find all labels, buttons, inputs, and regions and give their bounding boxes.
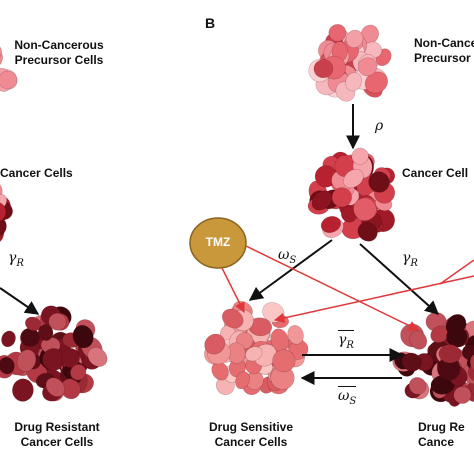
cell <box>235 371 250 390</box>
omega-s-bar-overline: ωS <box>338 386 357 407</box>
cell <box>70 364 87 381</box>
cell <box>469 353 474 374</box>
right-gamma-r-label: γR <box>402 250 418 269</box>
right-precursor-label-line2: Precursor <box>414 51 471 65</box>
left-gamma-r-sub: R <box>16 257 24 269</box>
omega-s-sub: S <box>289 254 297 266</box>
right-precursor-label: Non-Cance Precursor <box>414 36 474 66</box>
left-resistant-label: Drug Resistant Cancer Cells <box>2 420 112 450</box>
tmz-label: TMZ <box>205 235 231 249</box>
omega-s-symbol: ω <box>278 247 290 263</box>
cell-clusters <box>0 24 474 407</box>
right-cancer-cluster <box>307 147 396 242</box>
cell <box>313 59 334 79</box>
cell <box>461 344 474 361</box>
arrow-tmz-to-sensitive <box>221 267 245 313</box>
arrow-offscreen-to-resistant-tail <box>439 259 474 285</box>
left-precursor-label-line2: Precursor Cells <box>14 53 104 67</box>
left-gamma-r-symbol: γ <box>8 250 17 266</box>
cell <box>311 190 333 211</box>
left-resistant-cluster <box>0 305 108 402</box>
left-gamma-r: γR <box>8 250 24 269</box>
cell <box>287 325 304 345</box>
cell <box>445 314 467 336</box>
gamma-r-bar-label: γR <box>338 330 354 351</box>
cell <box>343 169 364 189</box>
cell <box>72 324 94 349</box>
cell <box>0 201 7 223</box>
cell <box>345 29 364 48</box>
left-cancer-label: Cancer Cells <box>0 166 73 180</box>
left-precursor-label: Non-Cancerous Precursor Cells <box>4 38 114 68</box>
left-precursor-label-line1: Non-Cancerous <box>14 38 104 52</box>
cell <box>204 333 226 355</box>
cell <box>467 361 474 382</box>
cell <box>0 42 2 62</box>
left-precursor-cluster <box>0 42 18 92</box>
tmz-node <box>189 217 247 269</box>
panel-letter: B <box>205 15 216 31</box>
cell <box>1 330 16 348</box>
cell <box>12 378 34 402</box>
right-resistant-cluster <box>392 311 474 407</box>
cell <box>272 349 296 373</box>
right-resistant-label-line1: Drug Re <box>418 420 465 434</box>
arrow-offscreen-to-sensitive <box>273 275 474 324</box>
cell <box>42 348 65 371</box>
cell <box>60 348 80 368</box>
arrow-left-gamma-r <box>0 287 40 315</box>
cell <box>0 70 18 90</box>
cell <box>408 377 427 395</box>
cell <box>45 377 65 397</box>
cell <box>48 312 67 331</box>
cell <box>453 386 472 404</box>
arrow-cancer-to-resistant <box>359 243 440 315</box>
omega-s-bar-label: ωS <box>338 386 357 407</box>
cell <box>0 49 3 69</box>
cell <box>87 347 108 367</box>
right-resistant-label: Drug Re Cance <box>418 420 465 450</box>
right-precursor-label-line1: Non-Cance <box>414 36 474 50</box>
cell <box>328 24 347 42</box>
omega-s-label: ωS <box>278 247 296 266</box>
omega-s-bar-symbol: ω <box>338 388 350 404</box>
cell <box>38 324 54 341</box>
cell <box>353 197 377 221</box>
right-precursor-cluster <box>308 24 392 102</box>
cell <box>438 344 462 364</box>
sensitive-label-line2: Cancer Cells <box>214 435 288 449</box>
cell <box>245 346 263 362</box>
left-resistant-label-line2: Cancer Cells <box>20 435 94 449</box>
cell <box>16 349 37 372</box>
cell <box>0 179 3 200</box>
sensitive-label: Drug Sensitive Cancer Cells <box>196 420 306 450</box>
gamma-r-bar-overline: γR <box>338 330 354 351</box>
cell <box>0 356 15 375</box>
arrows-layer <box>0 104 474 385</box>
gamma-r-bar-sub: R <box>346 339 354 351</box>
right-gamma-r-sub: R <box>410 257 418 269</box>
rho-label: ρ <box>375 118 384 134</box>
cell <box>409 330 428 350</box>
tmz-ellipse <box>189 217 247 269</box>
right-resistant-label-line2: Cance <box>418 435 455 449</box>
right-cancer-label: Cancer Cell <box>402 166 469 180</box>
sensitive-cluster <box>204 301 309 396</box>
cell <box>320 216 341 233</box>
right-gamma-r-symbol: γ <box>402 250 411 266</box>
cell <box>357 222 378 242</box>
arrow-tmz-to-resistant <box>245 245 419 331</box>
arrow-cancer-to-sensitive <box>248 239 333 301</box>
left-cancer-cluster <box>0 179 13 245</box>
left-resistant-label-line1: Drug Resistant <box>14 420 100 434</box>
gamma-r-bar-symbol: γ <box>338 332 347 348</box>
cell <box>345 72 362 92</box>
sensitive-label-line1: Drug Sensitive <box>208 420 294 434</box>
omega-s-bar-sub: S <box>349 395 357 407</box>
cell <box>368 171 390 193</box>
cell <box>357 57 378 77</box>
